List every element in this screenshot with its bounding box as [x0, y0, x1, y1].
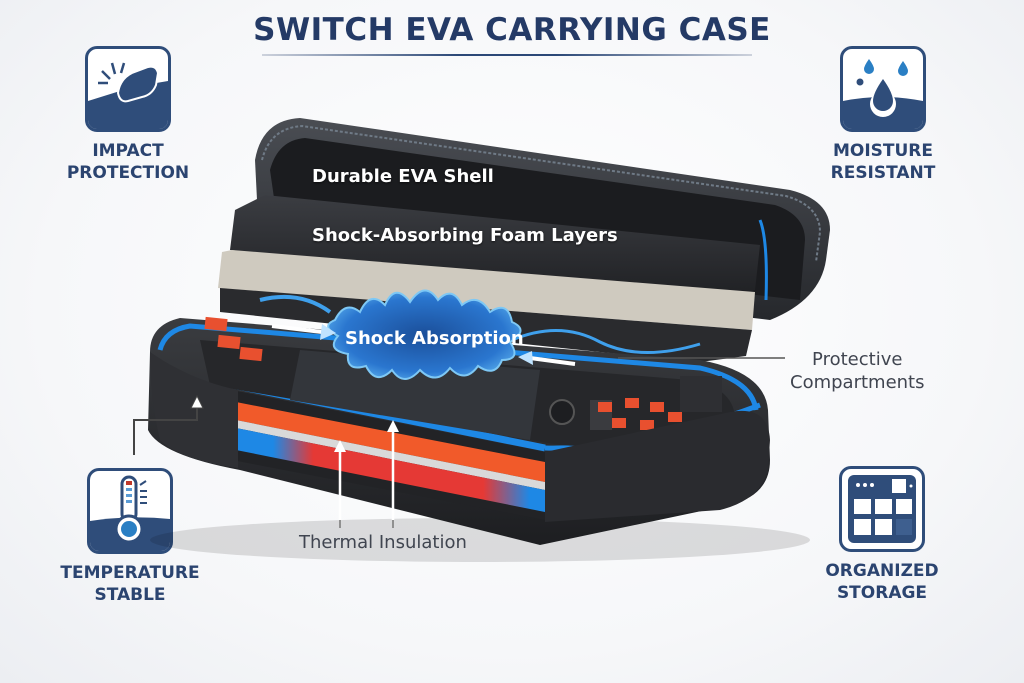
impact-fist-icon [85, 46, 171, 132]
callout-shock-absorption: Shock Absorption [345, 328, 524, 349]
feature-impact-protection: IMPACT PROTECTION [43, 46, 213, 184]
callout-protective-compartments: Protective Compartments [790, 348, 924, 394]
feature-label-line2: STORAGE [836, 583, 928, 603]
callout-line1: Protective [812, 349, 903, 370]
callout-shock-absorbing-foam: Shock-Absorbing Foam Layers [312, 225, 618, 246]
callout-thermal-insulation: Thermal Insulation [299, 532, 467, 553]
storage-grid-icon [839, 466, 925, 552]
feature-label-line2: PROTECTION [66, 163, 190, 183]
callout-line2: Compartments [790, 372, 925, 393]
callout-durable-eva-shell: Durable EVA Shell [312, 166, 494, 187]
water-drops-icon [840, 46, 926, 132]
feature-label: IMPACT PROTECTION [43, 140, 213, 184]
feature-label-line1: TEMPERATURE [60, 563, 200, 583]
feature-label-line2: STABLE [94, 585, 166, 605]
feature-organized-storage: ORGANIZED STORAGE [797, 466, 967, 604]
feature-temperature-stable: TEMPERATURE STABLE [45, 468, 215, 606]
feature-label-line2: RESISTANT [830, 163, 936, 183]
feature-label-line1: ORGANIZED [825, 561, 939, 581]
page-title: SWITCH EVA CARRYING CASE [253, 12, 771, 48]
feature-label: TEMPERATURE STABLE [45, 562, 215, 606]
thermometer-icon [87, 468, 173, 554]
feature-label: ORGANIZED STORAGE [797, 560, 967, 604]
feature-label-line1: MOISTURE [832, 141, 934, 161]
feature-moisture-resistant: MOISTURE RESISTANT [798, 46, 968, 184]
feature-label-line1: IMPACT [92, 141, 164, 161]
title-underline [262, 54, 752, 56]
feature-label: MOISTURE RESISTANT [798, 140, 968, 184]
